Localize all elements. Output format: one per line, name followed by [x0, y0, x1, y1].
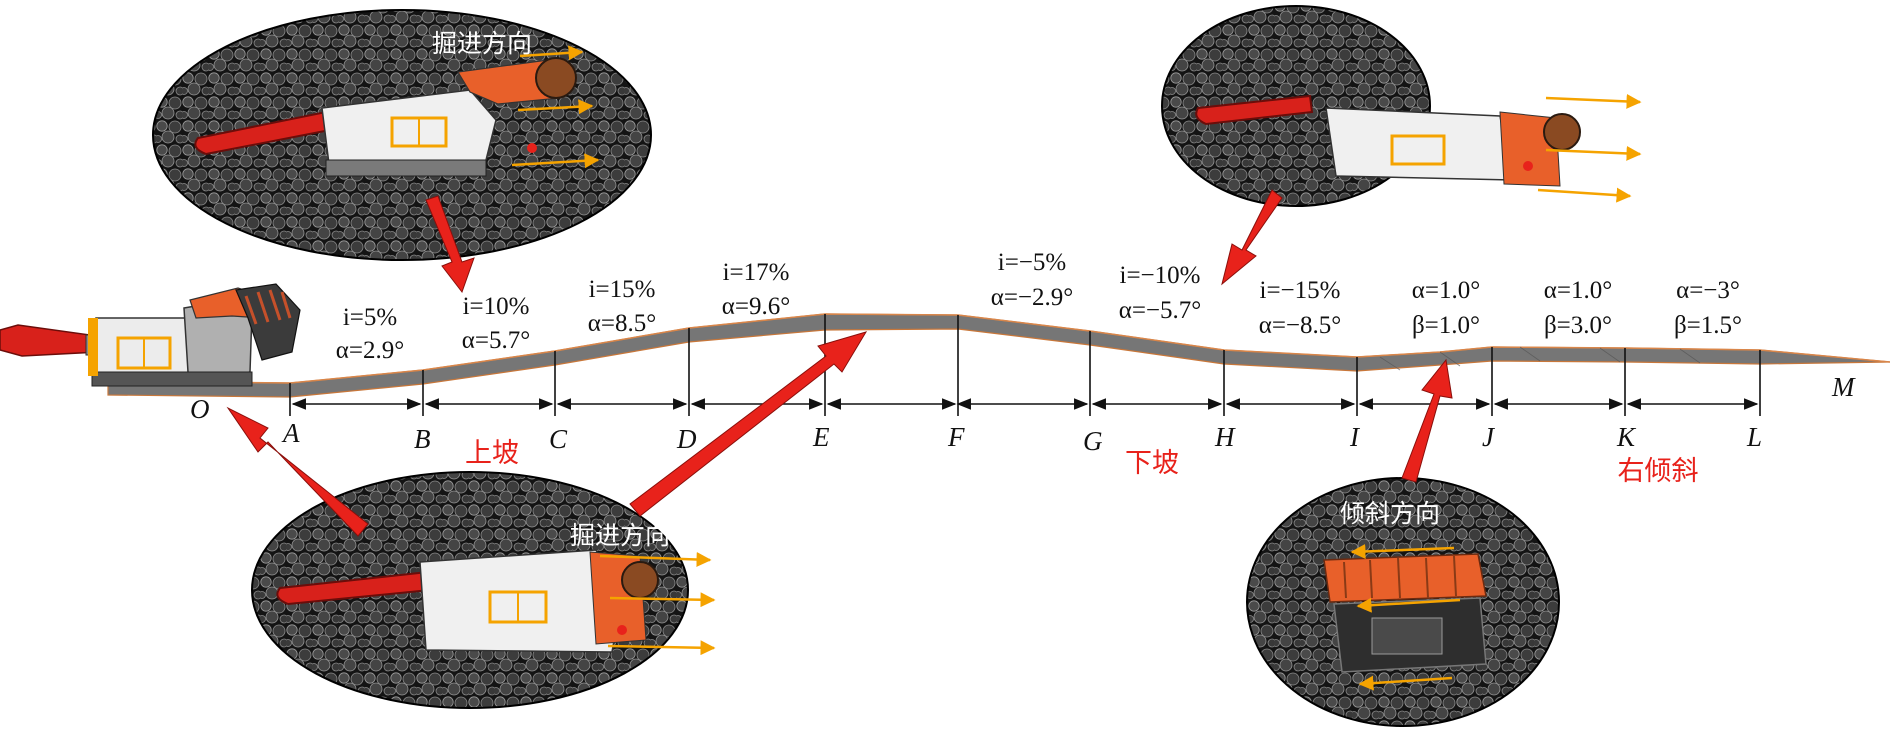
segment-grade: i=17% — [723, 259, 790, 286]
segment-grade: i=15% — [589, 276, 656, 303]
point-label: O — [190, 394, 210, 424]
callout-arrow-o — [226, 406, 369, 537]
point-label: C — [549, 424, 568, 454]
inset-direction-label: 掘进方向 — [432, 29, 532, 58]
point-label: I — [1349, 422, 1361, 452]
point-label: M — [1831, 372, 1856, 402]
point-label: H — [1214, 422, 1236, 452]
segment-grade: i=−10% — [1120, 262, 1201, 289]
callout-arrow-e — [629, 331, 868, 517]
zone-label-downhill: 下坡 — [1125, 448, 1179, 479]
point-label: L — [1746, 422, 1762, 452]
inset-bottom-right: 倾斜方向 — [1246, 477, 1560, 727]
segment-angle: β=3.0° — [1544, 312, 1612, 339]
segment-grade: i=10% — [463, 293, 530, 320]
point-label: K — [1616, 422, 1637, 452]
point-label: A — [281, 418, 300, 448]
segment-grade: α=1.0° — [1544, 277, 1612, 304]
callout-arrow-b — [425, 195, 475, 294]
callout-arrows — [226, 189, 1453, 537]
point-label: F — [947, 422, 965, 452]
point-label: B — [414, 424, 431, 454]
point-label: D — [676, 424, 697, 454]
inset-top-right: 掘进方向 — [1161, 5, 1642, 207]
segment-angle: α=−8.5° — [1259, 312, 1342, 339]
point-label: E — [812, 422, 830, 452]
roadheader-machine — [0, 283, 301, 387]
zone-label-uphill: 上坡 — [465, 438, 519, 469]
segment-angle: β=1.5° — [1674, 312, 1742, 339]
inset-direction-label: 掘进方向 — [570, 521, 670, 550]
segment-grade: i=5% — [343, 304, 397, 331]
inset-direction-label: 倾斜方向 — [1340, 499, 1440, 528]
segment-angle: α=2.9° — [336, 337, 404, 364]
segment-grade: i=−5% — [998, 249, 1066, 276]
segment-angle: β=1.0° — [1412, 312, 1480, 339]
callout-arrow-j — [1401, 358, 1453, 483]
segment-angle: α=−2.9° — [991, 284, 1074, 311]
segment-angle: α=9.6° — [722, 293, 790, 320]
inset-top-left: 掘进方向 — [152, 9, 652, 261]
segment-angle: α=8.5° — [588, 310, 656, 337]
segment-grade: α=−3° — [1676, 277, 1740, 304]
zone-label-right-tilt: 右倾斜 — [1618, 456, 1699, 487]
point-label: J — [1482, 422, 1496, 452]
segment-angle: α=5.7° — [462, 327, 530, 354]
point-label: G — [1083, 426, 1103, 456]
segment-grade: α=1.0° — [1412, 277, 1480, 304]
segment-angle: α=−5.7° — [1119, 297, 1202, 324]
segment-grade: i=−15% — [1260, 277, 1341, 304]
inset-direction-label: 掘进方向 — [1496, 57, 1596, 86]
callout-arrow-h — [1221, 189, 1283, 286]
